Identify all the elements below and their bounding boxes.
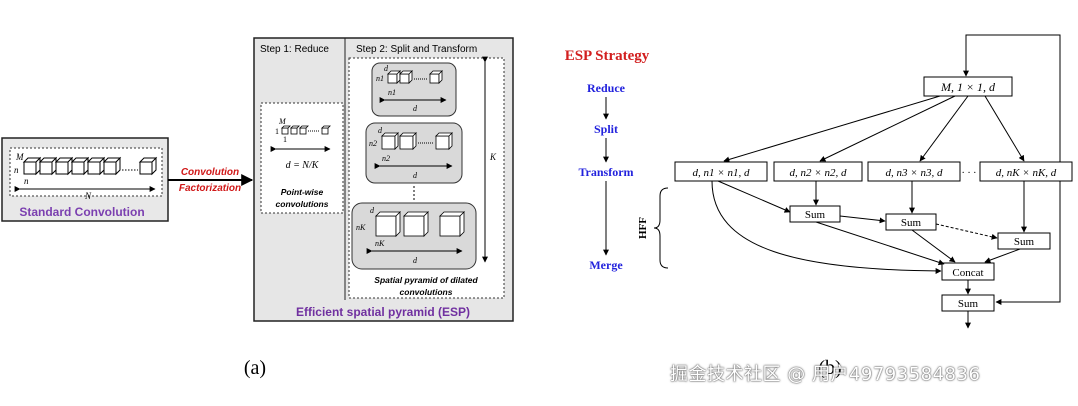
pw-formula: d = N/K	[286, 160, 320, 171]
nk-bot: nK	[375, 239, 385, 248]
d2-top: d	[378, 126, 383, 135]
standard-conv-cubes	[22, 156, 158, 176]
step-split: Split	[594, 122, 618, 136]
hff-label: HFF	[637, 217, 649, 239]
figure-a: M n n N Standard Convolution Convolution…	[0, 0, 520, 401]
esp-module-diagram: M n n N Standard Convolution Convolution…	[1, 37, 514, 379]
std-N: N	[84, 191, 92, 201]
watermark: 掘金技术社区 @ 用户49793584836	[670, 364, 981, 385]
residual-loop	[965, 34, 1061, 305]
pyramid-caption-2: convolutions	[400, 287, 453, 297]
pointwise-box	[260, 102, 344, 214]
branch-node-2	[773, 161, 863, 182]
panel-a-label: (a)	[244, 357, 266, 379]
d1-top: d	[384, 64, 389, 73]
branch-node-K-label: d, nK × nK, d	[996, 167, 1057, 179]
branch-node-3	[867, 161, 961, 182]
sum-3	[997, 232, 1051, 250]
pw-caption-2: convolutions	[276, 199, 329, 209]
pw-caption-1: Point-wise	[281, 187, 324, 197]
branch-node-K	[979, 161, 1073, 182]
sum-1-label: Sum	[805, 209, 826, 221]
k-label: K	[489, 152, 497, 162]
final-sum-label: Sum	[958, 298, 979, 310]
pw-M: M	[278, 117, 287, 126]
factor-label-1: Convolution	[181, 167, 239, 178]
concat-label: Concat	[952, 267, 983, 279]
esp-title: Efficient spatial pyramid (ESP)	[296, 305, 470, 319]
d2-bottom: d	[413, 171, 418, 180]
step-reduce: Reduce	[587, 81, 626, 95]
panel-b-label: (b)	[818, 357, 841, 379]
n2-top: n2	[369, 139, 377, 148]
dk-top: d	[370, 206, 375, 215]
node-reduce-label: M, 1 × 1, d	[940, 80, 996, 94]
pw-1a: 1	[275, 127, 279, 136]
sum-3-label: Sum	[1014, 236, 1035, 248]
figure-b: ESP Strategy Reduce Split Transform Merg…	[520, 0, 1078, 401]
branch-node-2-label: d, n2 × n2, d	[790, 167, 847, 179]
std-n-bottom: n	[24, 176, 29, 186]
d3-bottom: d	[413, 256, 418, 265]
sum-2-label: Sum	[901, 217, 922, 229]
strategy-title: ESP Strategy	[565, 48, 650, 64]
esp-strategy-diagram: ESP Strategy Reduce Split Transform Merg…	[565, 34, 1073, 379]
branch-dots: · · ·	[962, 168, 977, 179]
d1-bottom: d	[413, 104, 418, 113]
std-n-left: n	[14, 165, 19, 175]
std-M: M	[15, 152, 24, 162]
standard-conv-label: Standard Convolution	[19, 205, 144, 219]
step1-label: Step 1: Reduce	[260, 44, 329, 55]
pyramid-caption-1: Spatial pyramid of dilated	[374, 275, 478, 285]
factor-label-2: Factorization	[179, 183, 241, 194]
hff-brace	[653, 187, 669, 269]
branch-node-3-label: d, n3 × n3, d	[886, 167, 943, 179]
step2-label: Step 2: Split and Transform	[356, 44, 477, 55]
nk-top: nK	[356, 223, 366, 232]
sum-2	[885, 213, 937, 231]
branch-node-1-label: d, n1 × n1, d	[693, 167, 750, 179]
pw-1b: 1	[283, 135, 287, 144]
n1-top: n1	[376, 74, 384, 83]
step-transform: Transform	[578, 165, 633, 179]
n2-bot: n2	[382, 154, 390, 163]
n1-bot: n1	[388, 88, 396, 97]
branch-node-1	[674, 161, 768, 182]
step-merge: Merge	[589, 258, 623, 272]
sum-1	[789, 205, 841, 223]
